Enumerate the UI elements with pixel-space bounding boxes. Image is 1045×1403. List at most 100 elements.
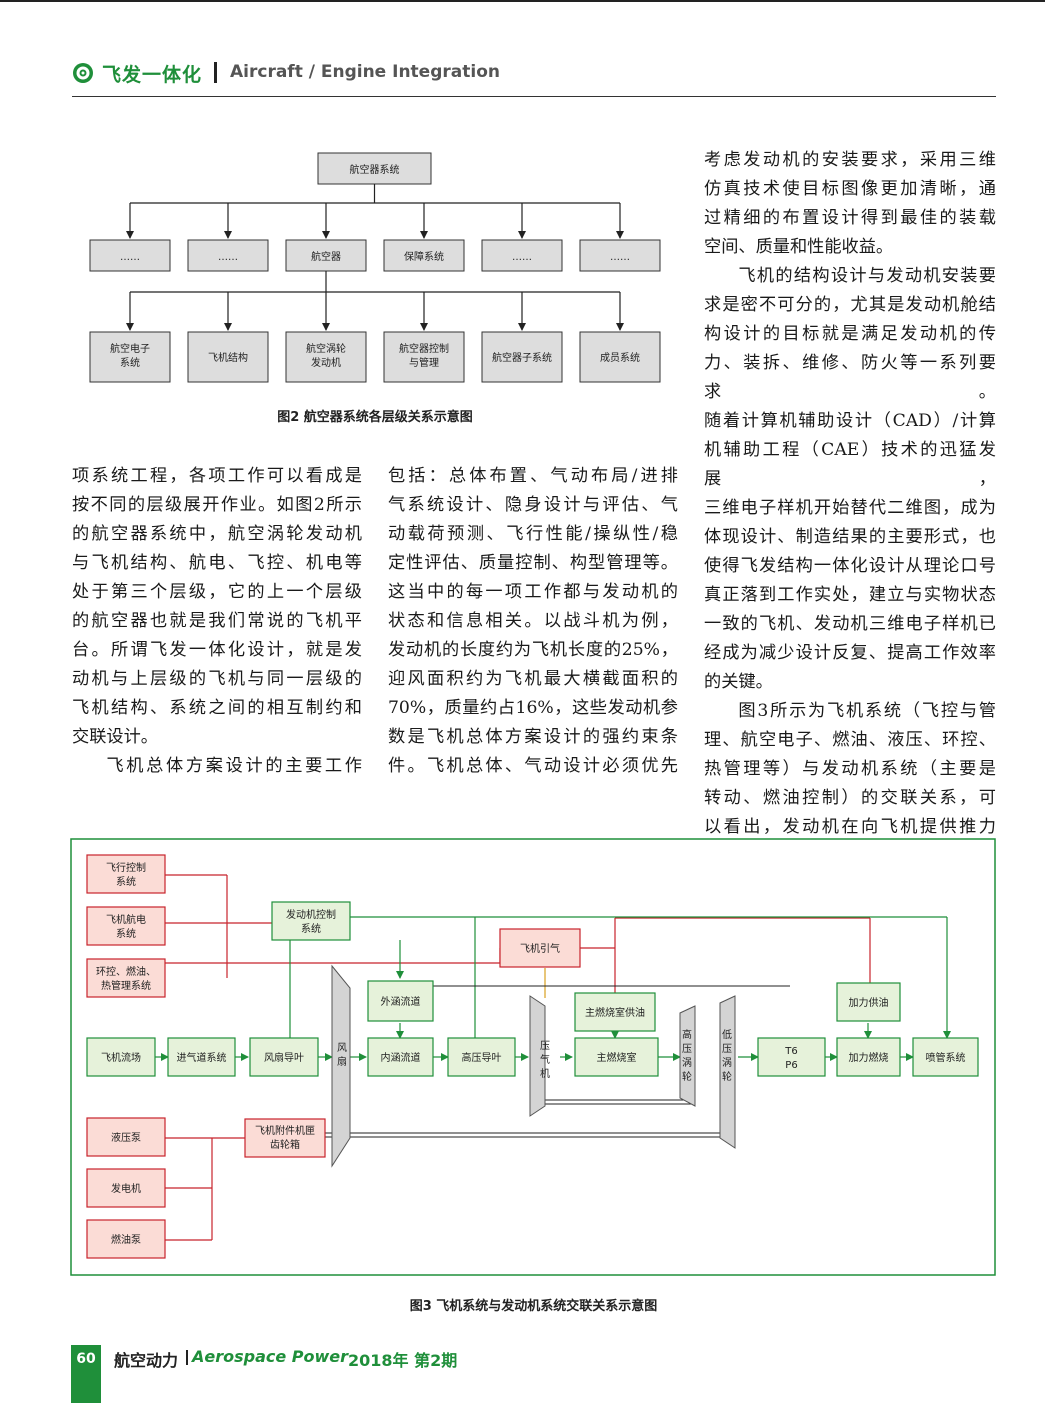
gearbox-box [244,1118,326,1158]
outer-duct-box [367,980,434,1022]
fig2-l3-label: 航空器子系统 [492,351,552,364]
text-line: 按不同的层级展开作业。如图2所示 [72,495,362,515]
hp-turbine-shape [679,1005,696,1107]
fuel-pump-box [86,1219,166,1259]
fig3-label: 压 [722,1043,732,1055]
text-line: 一致的飞机、发动机三维电子样机已 [704,614,996,634]
text-line: 动机与上层级的飞机与同一层级的 [72,669,362,689]
fig3-label: 高 [682,1028,692,1041]
fig3-label: 齿轮箱 [270,1138,300,1151]
fig2-l2-box [383,239,465,272]
fig3-label: 系统 [301,922,321,935]
text-line: 构设计的目标就是满足发动机的传 [704,324,996,344]
fig3-label: 轮 [682,1070,692,1083]
text-line: 交联设计。 [72,727,158,747]
body-column-1: 项系统工程，各项工作可以看成是 按不同的层级展开作业。如图2所示 的航空器系统中… [72,462,362,781]
fig2-root-label: 航空器系统 [350,163,400,176]
text-line: 数是飞机总体方案设计的强约束条 [388,727,678,747]
text-line: 理、航空电子、燃油、液压、环控、 [704,730,996,750]
fig3-label: 高压导叶 [462,1051,502,1064]
text-line: 求是密不可分的，尤其是发动机舱结 [704,295,996,315]
text-line: 空间、质量和性能收益。 [704,237,894,257]
text-line: 飞机总体方案设计的主要工作 [106,756,362,776]
fig3-label: 扇 [337,1055,347,1068]
text-line: 处于第三个层级，它的上一个层级 [72,582,362,602]
fig2-l3-box [285,331,367,383]
aircraft-flow-box [86,1037,156,1077]
avionics-box [86,906,166,946]
ecs-box [86,958,166,998]
text-line: 仿真技术使目标图像更加清晰，通 [704,179,996,199]
text-line: 定性评估、质量控制、构型管理等。 [388,553,678,573]
text-line: 飞机的结构设计与发动机安装要 [738,266,996,286]
journal-logo-icon [73,63,93,83]
text-line: 这当中的每一项工作都与发动机的 [388,582,678,602]
main-combustor-box [574,1037,659,1077]
fig2-l3-label: 系统 [120,356,140,369]
text-line: 机辅助工程（CAE）技术的迅猛发展， [704,440,996,489]
fig3-label: 内涵流道 [381,1051,421,1064]
fig3-label: 发电机 [111,1182,141,1195]
afterburner-fuel-box [836,982,901,1022]
fig3-label: 系统 [116,927,136,940]
fig3-frame [70,838,996,1276]
flight-control-box [86,854,166,894]
fig3-label: 喷管系统 [926,1051,966,1064]
text-line: 力、装拆、维修、防火等一系列要求。 [704,353,996,402]
text-line: 发动机的长度约为飞机长度的25%， [388,640,678,660]
section-title-en: Aircraft / Engine Integration [230,62,500,82]
fig3-label: 风扇导叶 [264,1051,304,1064]
t6p6-box [757,1037,826,1077]
page-number: 60 [76,1351,96,1367]
fig2-root-box [317,152,432,185]
fig3-label: 飞机流场 [101,1051,141,1064]
fig2-l2-label: 航空器 [311,250,341,263]
journal-name-zh: 航空动力 [114,1351,179,1370]
text-line: 图3所示为飞机系统（飞控与管 [738,701,996,721]
text-line: 动载荷预测、飞行性能/操纵性/稳 [388,524,678,544]
lp-turbine-shape [719,995,736,1149]
text-line: 考虑发动机的安装要求，采用三维 [704,150,996,170]
fig2-l3-label: 航空电子 [110,342,150,355]
fig2-l2-box [187,239,269,272]
text-line: 使得飞发结构一体化设计从理论口号 [704,556,996,576]
fig3-label: 气 [540,1053,550,1066]
fig2-l2-box [89,239,171,272]
generator-box [86,1168,166,1208]
text-line: 转动、燃油控制）的交联关系，可 [704,788,996,808]
fig3-label: 涡 [722,1057,732,1069]
afterburner-box [836,1037,901,1077]
fig3-label: 燃油泵 [111,1233,141,1246]
fig3-label: 外涵流道 [381,995,421,1008]
hydraulic-pump-box [86,1117,166,1157]
text-line: 过精细的布置设计得到最佳的装载 [704,208,996,228]
fig3-label: 飞机航电 [106,913,146,926]
text-line: 热管理等）与发动机系统（主要是 [704,759,996,779]
text-line: 台。所谓飞发一体化设计，就是发 [72,640,362,660]
header-rule [72,96,996,97]
inner-duct-box [367,1037,434,1077]
fig2-l2-box [579,239,661,272]
text-line: 迎风面积约为飞机最大横截面积的 [388,669,678,689]
fig3-label: 加力供油 [849,996,889,1009]
fig2-l3-label: 航空器控制 [399,342,449,355]
fig3-label: 低 [722,1028,732,1041]
section-title-zh: 飞发一体化 [102,64,203,86]
text-line: 包括：总体布置、气动布局/进排 [388,466,678,486]
fig2-l3-box [579,331,661,383]
body-column-2: 包括：总体布置、气动布局/进排 气系统设计、隐身设计与评估、气 动载荷预测、飞行… [388,462,678,781]
text-line: 飞机结构、系统之间的相互制约和 [72,698,362,718]
fig2-l2-label: …… [120,252,140,263]
fig3-label: 主燃烧室供油 [585,1006,645,1019]
fig2-l3-box [383,331,465,383]
text-line: 项系统工程，各项工作可以看成是 [72,466,362,486]
fig2-l2-label: …… [218,252,238,263]
fig2-l3-label: 航空涡轮 [306,342,346,355]
engine-control-box [271,901,351,941]
fig3-label: 飞机引气 [520,942,560,955]
journal-issue: 2018年 第2期 [348,1351,458,1370]
figure-3-caption: 图3 飞机系统与发动机系统交联关系示意图 [409,1299,658,1314]
fig3-label: 压 [540,1040,550,1052]
fig3-label: 飞行控制 [106,861,146,874]
fig3-label: 压 [682,1043,692,1055]
